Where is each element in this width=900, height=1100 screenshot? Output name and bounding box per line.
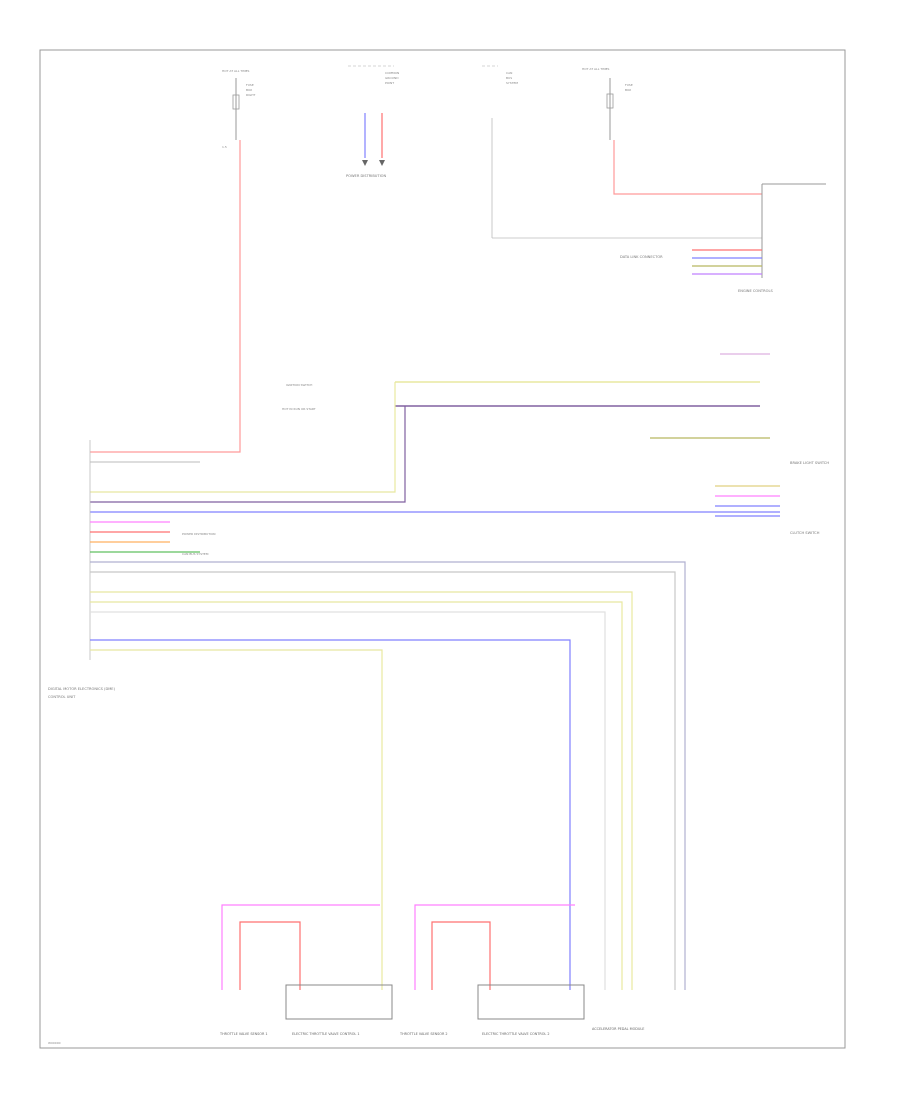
- svg-text:1.5: 1.5: [222, 145, 227, 149]
- fuse-branch-right: HOT AT ALL TIMES FUSE BOX: [582, 67, 762, 195]
- middle-harness: IGNITION SWITCH HOT IN RUN OR START BRAK…: [90, 353, 829, 503]
- svg-text:CLUTCH SWITCH: CLUTCH SWITCH: [790, 531, 820, 535]
- svg-text:IGNITION SWITCH: IGNITION SWITCH: [286, 383, 312, 387]
- svg-text:BOX: BOX: [246, 88, 252, 92]
- svg-text:CAN BUS SYSTEM: CAN BUS SYSTEM: [182, 552, 209, 556]
- svg-text:FUSE: FUSE: [625, 83, 633, 87]
- svg-text:POWER DISTRIBUTION: POWER DISTRIBUTION: [182, 532, 216, 536]
- svg-text:BRAKE LIGHT SWITCH: BRAKE LIGHT SWITCH: [790, 461, 829, 465]
- svg-text:POWER DISTRIBUTION: POWER DISTRIBUTION: [346, 174, 386, 178]
- svg-text:CONTROL UNIT: CONTROL UNIT: [48, 695, 76, 699]
- svg-text:GROUND: GROUND: [385, 76, 399, 80]
- svg-text:DIGITAL MOTOR ELECTRONICS (DME: DIGITAL MOTOR ELECTRONICS (DME): [48, 687, 116, 691]
- footer-code: W00000: [48, 1041, 61, 1045]
- svg-text:CAN: CAN: [506, 71, 512, 75]
- svg-text:THROTTLE VALVE SENSOR 1: THROTTLE VALVE SENSOR 1: [219, 1032, 268, 1036]
- svg-text:THROTTLE VALVE SENSOR 2: THROTTLE VALVE SENSOR 2: [399, 1032, 448, 1036]
- switch-group-right: CLUTCH SWITCH: [90, 485, 820, 535]
- svg-text:COMMON: COMMON: [385, 71, 399, 75]
- diagram-border: [39, 49, 846, 1049]
- svg-text:BOX: BOX: [625, 88, 631, 92]
- svg-text:HOT AT ALL TIMES: HOT AT ALL TIMES: [222, 69, 250, 73]
- svg-text:RIGHT: RIGHT: [246, 93, 256, 97]
- fuse-branch-left: HOT AT ALL TIMES FUSE BOX RIGHT 1.5: [90, 69, 256, 453]
- svg-text:ENGINE CONTROLS: ENGINE CONTROLS: [738, 289, 773, 293]
- svg-text:ACCELERATOR PEDAL MODULE: ACCELERATOR PEDAL MODULE: [592, 1027, 644, 1031]
- connector-top-center: COMMON GROUND POINT POWER DISTRIBUTION: [346, 65, 399, 178]
- ecm-pin-column: POWER DISTRIBUTION CAN BUS SYSTEM DIGITA…: [48, 440, 686, 990]
- connector-top-right-center: CAN BUS SYSTEM: [482, 65, 762, 239]
- svg-text:DATA LINK CONNECTOR: DATA LINK CONNECTOR: [620, 255, 663, 259]
- svg-text:BUS: BUS: [506, 76, 512, 80]
- svg-text:HOT AT ALL TIMES: HOT AT ALL TIMES: [582, 67, 610, 71]
- svg-text:ELECTRIC THROTTLE VALVE CONTRO: ELECTRIC THROTTLE VALVE CONTROL 2: [482, 1032, 550, 1036]
- svg-text:HOT IN RUN OR START: HOT IN RUN OR START: [282, 407, 316, 411]
- svg-text:ELECTRIC THROTTLE VALVE CONTRO: ELECTRIC THROTTLE VALVE CONTROL 1: [292, 1032, 360, 1036]
- svg-text:POINT: POINT: [385, 81, 394, 85]
- bottom-components: THROTTLE VALVE SENSOR 1 ELECTRIC THROTTL…: [219, 904, 644, 1036]
- svg-text:FUSE: FUSE: [246, 83, 254, 87]
- module-right-top: DATA LINK CONNECTOR ENGINE CONTROLS: [620, 183, 826, 293]
- svg-text:SYSTEM: SYSTEM: [506, 81, 518, 85]
